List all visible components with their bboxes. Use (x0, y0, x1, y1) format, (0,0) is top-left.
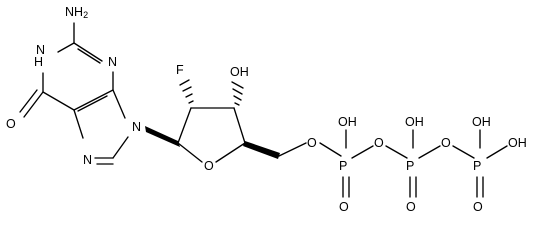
p3-hydroxyl-top-label: OH (472, 115, 491, 129)
bond-c8-n9 (112, 136, 129, 159)
p2-oxygen-label: O (406, 200, 416, 214)
bond-c6-o-double (19, 89, 38, 113)
bond-c1-c2 (177, 107, 192, 144)
p2-hydroxyl-label: OH (405, 115, 424, 129)
bond-p3-oh-right (486, 145, 508, 159)
phosphorus-1-label: P (339, 159, 347, 173)
molecule-svg: NH2 H N N O N N F OH O O P OH O O P OH O… (6, 5, 527, 214)
bond-c4-n9 (112, 89, 126, 119)
bond-c6-c5 (42, 91, 75, 111)
fluorine-label: F (176, 63, 184, 77)
sugar-bonds (145, 79, 307, 163)
n9-label: N (132, 120, 141, 134)
guanine-bonds (19, 22, 129, 165)
n7-label: N (83, 153, 92, 167)
bridge-oxygen-1-label: O (307, 136, 317, 150)
bond-p2-obridge (418, 145, 441, 159)
ring-oxygen-label: O (204, 159, 214, 173)
wedge-c4-c5 (243, 141, 280, 159)
bond-c4-c5-double (77, 95, 108, 112)
phosphorus-2-label: P (406, 159, 414, 173)
bond-c3-c4 (233, 107, 246, 144)
phosphate-bonds (319, 129, 508, 198)
p1-hydroxyl-label: OH (338, 115, 357, 129)
chemical-structure-diagram: NH2 H N N O N N F OH O O P OH O O P OH O… (6, 5, 527, 214)
bond-o4-c1 (177, 142, 203, 163)
bond-p1-obridge (351, 145, 374, 159)
phosphorus-3-label: P (473, 159, 481, 173)
bond-c2-n1 (57, 42, 75, 53)
hash-c2-f (179, 79, 194, 104)
p1-oxygen-label: O (339, 200, 349, 214)
carbonyl-oxygen-label: O (6, 117, 16, 131)
ring-nh-h-label: H (34, 55, 43, 69)
atom-labels: NH2 H N N O N N F OH O O P OH O O P OH O… (6, 5, 527, 214)
bond-o5-p1 (319, 142, 342, 157)
bond-c4-o4 (215, 142, 246, 163)
bond-c5-o5 (278, 142, 307, 157)
n3-label: N (108, 55, 117, 69)
bond-c5-n7 (73, 109, 84, 139)
hydroxyl-label: OH (230, 65, 249, 79)
bond-obridge-p2 (385, 145, 408, 159)
bridge-oxygen-2-label: O (374, 136, 384, 150)
bond-obridge-p3 (452, 145, 475, 159)
bond-c2-n3 (73, 42, 103, 62)
hash-c3-oh (231, 81, 244, 106)
p3-hydroxyl-right-label: OH (508, 136, 527, 150)
bond-c6-o (23, 91, 44, 118)
amino-group-label: NH2 (65, 5, 88, 20)
p3-oxygen-label: O (473, 200, 483, 214)
bond-c2-n3-double (77, 48, 101, 64)
wedge-n9-c1 (145, 126, 180, 147)
bond-c4-c5 (73, 89, 114, 111)
bridge-oxygen-3-label: O (441, 136, 451, 150)
ring-nh-n-label: N (36, 43, 45, 57)
